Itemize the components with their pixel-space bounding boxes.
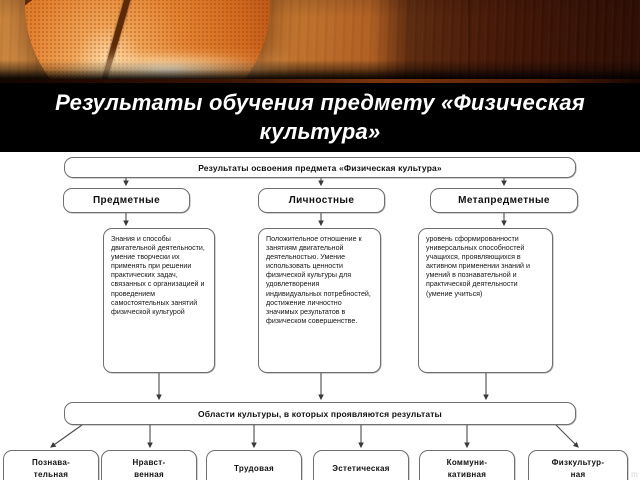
page-title: Результаты обучения предмету «Физическая… [55, 90, 585, 144]
header-basketball-photo [0, 0, 640, 83]
area-node-cognitive: Познава- тельная [3, 450, 99, 480]
watermark-label: m [630, 469, 638, 479]
area-node-labour: Трудовая [206, 450, 302, 480]
area-node-physical-culture: Физкультур- ная [528, 450, 628, 480]
area-node-communicative: Коммуни- кативная [419, 450, 515, 480]
area-node-moral: Нравст- венная [101, 450, 197, 480]
header-baseline-glow [0, 79, 640, 83]
area-node-aesthetic: Эстетическая [313, 450, 409, 480]
header-bottom-fade [0, 60, 640, 83]
areas-header-node: Области культуры, в которых проявляются … [64, 402, 576, 425]
category-node-personal: Личностные [258, 188, 385, 213]
diagram-root-node: Результаты освоения предмета «Физическая… [64, 157, 576, 178]
description-node-metasubject: уровень сформированности универсальных с… [418, 228, 553, 373]
description-node-personal: Положительное отношение к занятиям двига… [258, 228, 381, 373]
wood-plank-seam [468, 0, 470, 83]
description-node-subject: Знания и способы двигательной деятельнос… [103, 228, 215, 373]
category-node-metasubject: Метапредметные [430, 188, 578, 213]
category-node-subject: Предметные [63, 188, 190, 213]
diagram-panel: Результаты освоения предмета «Физическая… [0, 152, 640, 480]
